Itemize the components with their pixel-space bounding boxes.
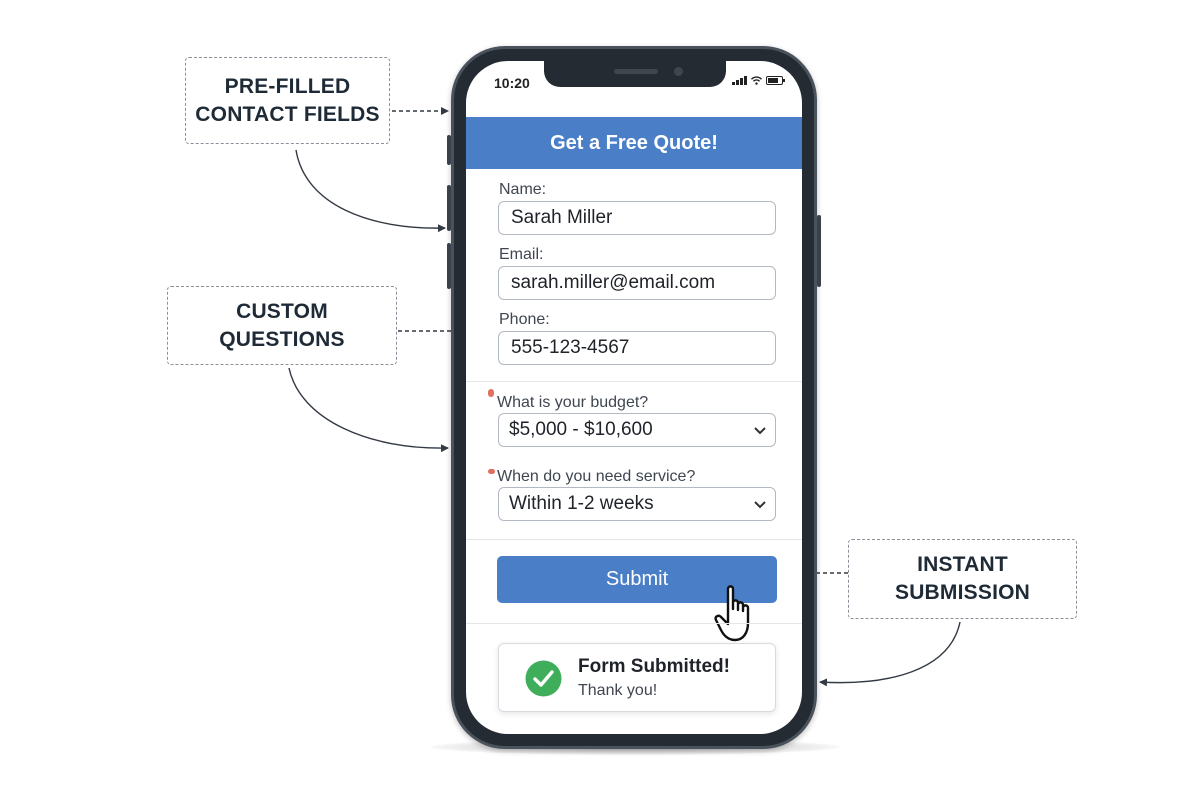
check-circle-icon: [525, 660, 562, 697]
email-field[interactable]: sarah.miller@email.com: [498, 266, 776, 300]
timing-select[interactable]: Within 1-2 weeks: [498, 487, 776, 521]
callout-prefilled-contact-fields: PRE-FILLED CONTACT FIELDS: [185, 57, 390, 144]
connector-prefilled-curve: [295, 149, 446, 233]
form-title: Get a Free Quote!: [550, 131, 718, 154]
budget-select[interactable]: $5,000 - $10,600: [498, 413, 776, 447]
callout-custom-line1: CUSTOM: [236, 299, 328, 323]
budget-select-value: $5,000 - $10,600: [509, 419, 653, 440]
wifi-icon: [750, 76, 762, 85]
battery-icon: [765, 76, 785, 85]
phone-device: 10:20 Get a Free Quote! Name: Sarah Mill…: [447, 46, 821, 749]
budget-question: What is your budget?: [497, 394, 649, 411]
callout-prefilled-line1: PRE-FILLED: [224, 74, 351, 98]
phone-silent-switch: [447, 135, 451, 165]
phone-screen: 10:20 Get a Free Quote! Name: Sarah Mill…: [466, 61, 802, 734]
timing-select-value: Within 1-2 weeks: [509, 493, 654, 514]
section-divider: [466, 381, 802, 382]
callout-instant-submission: INSTANT SUBMISSION: [848, 539, 1077, 619]
connector-instant-curve: [819, 621, 961, 687]
status-bar-icons: [732, 76, 785, 85]
toast-subtitle: Thank you!: [578, 682, 658, 699]
submit-button-label: Submit: [605, 568, 669, 590]
front-camera: [674, 67, 683, 76]
name-field[interactable]: Sarah Miller: [498, 201, 776, 235]
phone-notch: [544, 61, 726, 87]
form-header: Get a Free Quote!: [466, 117, 802, 169]
signal-icon: [732, 76, 747, 85]
status-bar-time: 10:20: [494, 75, 530, 91]
phone-volume-down-button: [447, 243, 451, 289]
pointer-hand-icon: [714, 585, 750, 642]
callout-custom-line2: QUESTIONS: [219, 327, 345, 351]
toast-title: Form Submitted!: [578, 656, 730, 677]
phone-label: Phone:: [499, 311, 550, 328]
callout-prefilled-line2: CONTACT FIELDS: [195, 102, 380, 126]
callout-instant-line1: INSTANT: [917, 553, 1008, 576]
timing-question: When do you need service?: [497, 468, 696, 485]
name-label: Name:: [499, 181, 547, 198]
required-marker-icon: [488, 389, 494, 397]
phone-number-field[interactable]: 555-123-4567: [498, 331, 776, 365]
required-marker-icon: [488, 469, 495, 474]
chevron-down-icon: [754, 426, 766, 434]
phone-power-button: [817, 215, 821, 287]
section-divider: [466, 623, 802, 624]
section-divider: [466, 539, 802, 540]
callout-instant-line2: SUBMISSION: [894, 581, 1030, 604]
phone-field-value: 555-123-4567: [511, 337, 630, 358]
email-field-value: sarah.miller@email.com: [511, 272, 716, 293]
success-toast: Form Submitted! Thank you!: [498, 643, 776, 712]
speaker-grille: [614, 69, 658, 74]
name-field-value: Sarah Miller: [511, 207, 613, 228]
email-label: Email:: [499, 246, 544, 263]
phone-volume-up-button: [447, 185, 451, 231]
connector-custom-curve: [288, 367, 449, 453]
chevron-down-icon: [754, 500, 766, 508]
callout-custom-questions: CUSTOM QUESTIONS: [167, 286, 397, 365]
